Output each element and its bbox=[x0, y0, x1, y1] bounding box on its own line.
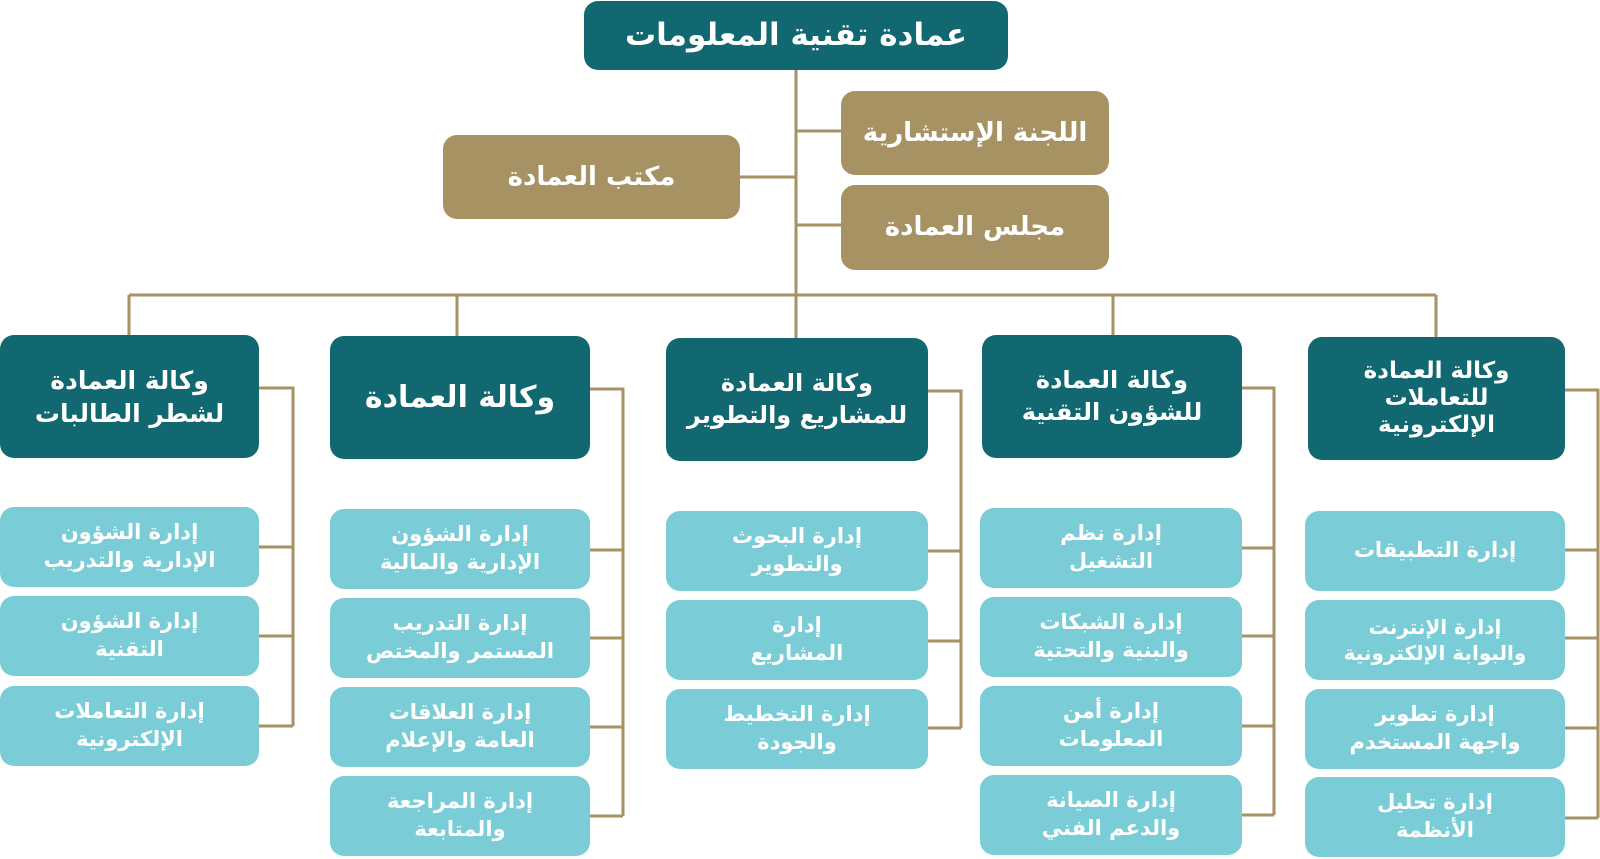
department-line: والجودة bbox=[757, 730, 837, 754]
department-line: الإدارية والمالية bbox=[379, 550, 541, 574]
head-line: للشؤون التقنية bbox=[1021, 397, 1203, 426]
deanship-council-label: مجلس العمادة bbox=[884, 212, 1066, 243]
advisory-committee-box: اللجنة الإستشارية bbox=[841, 91, 1109, 175]
department-line: المشاريع bbox=[750, 641, 844, 665]
deanship-office-box: مكتب العمادة bbox=[443, 135, 740, 219]
head-line: الإلكترونية bbox=[1378, 412, 1495, 439]
bracket-col1 bbox=[259, 386, 295, 726]
department-line: إدارة الصيانة bbox=[1046, 788, 1176, 813]
department-line: إدارة الشؤون bbox=[60, 609, 199, 634]
department-box: إدارة الصيانة والدعم الفني bbox=[980, 775, 1242, 855]
bracket-col3 bbox=[928, 389, 963, 728]
head-line: لشطر الطالبات bbox=[34, 398, 225, 428]
department-line: إدارة التطبيقات bbox=[1353, 538, 1517, 563]
department-box: إدارة التطبيقات bbox=[1305, 511, 1565, 591]
vice-deanship-technical-box: وكالة العمادة للشؤون التقنية bbox=[982, 335, 1242, 458]
head-line: للمشاريع والتطوير bbox=[686, 400, 908, 429]
vice-deanship-projects-box: وكالة العمادة للمشاريع والتطوير bbox=[666, 338, 928, 461]
department-box: إدارة أمن المعلومات bbox=[980, 686, 1242, 766]
department-line: التشغيل bbox=[1068, 549, 1154, 573]
head-line: وكالة العمادة bbox=[364, 379, 556, 415]
head-line: وكالة العمادة bbox=[1363, 357, 1510, 384]
department-box: إدارة الشؤون التقنية bbox=[0, 596, 259, 676]
vice-deanship-female-box: وكالة العمادة لشطر الطالبات bbox=[0, 335, 259, 458]
root-deanship-box: عمادة تقنية المعلومات bbox=[584, 1, 1008, 70]
head-line: للتعاملات bbox=[1384, 384, 1489, 411]
department-box: إدارة المراجعة والمتابعة bbox=[330, 776, 590, 856]
department-line: المستمر والمختص bbox=[365, 639, 555, 663]
department-box: إدارة التدريب المستمر والمختص bbox=[330, 598, 590, 678]
department-line: إدارة bbox=[772, 613, 822, 638]
department-line: إدارة العلاقات bbox=[388, 700, 532, 725]
department-line: العامة والإعلام bbox=[385, 728, 535, 752]
department-line: إدارة تحليل bbox=[1377, 790, 1493, 815]
head-line: وكالة العمادة bbox=[1035, 365, 1189, 394]
department-line: والبوابة الإلكترونية bbox=[1343, 641, 1527, 665]
head-line: وكالة العمادة bbox=[50, 365, 209, 395]
department-line: إدارة التخطيط bbox=[723, 702, 871, 727]
department-line: إدارة البحوث bbox=[731, 524, 863, 549]
department-line: الأنظمة bbox=[1396, 818, 1474, 842]
head-line: وكالة العمادة bbox=[720, 368, 874, 397]
department-box: إدارة تحليل الأنظمة bbox=[1305, 777, 1565, 857]
department-line: المعلومات bbox=[1058, 727, 1164, 751]
department-line: واجهة المستخدم bbox=[1349, 730, 1521, 754]
bracket-col4 bbox=[1242, 386, 1276, 815]
department-box: إدارة البحوث والتطوير bbox=[666, 511, 928, 591]
department-line: والتطوير bbox=[751, 552, 843, 576]
department-line: إدارة الشؤون bbox=[391, 522, 529, 547]
bracket-col5 bbox=[1565, 388, 1600, 818]
department-box: إدارة الشؤون الإدارية والمالية bbox=[330, 509, 590, 589]
department-box: إدارة الشؤون الإدارية والتدريب bbox=[0, 507, 259, 587]
department-line: الإدارية والتدريب bbox=[43, 548, 216, 572]
department-line: إدارة أمن bbox=[1062, 699, 1160, 724]
department-line: والدعم الفني bbox=[1041, 816, 1181, 840]
department-line: إدارة التعاملات bbox=[54, 699, 205, 724]
department-line: والبنية والتحتية bbox=[1033, 638, 1189, 662]
advisory-committee-label: اللجنة الإستشارية bbox=[862, 117, 1088, 148]
deanship-council-box: مجلس العمادة bbox=[841, 185, 1109, 270]
department-line: إدارة نظم bbox=[1060, 521, 1162, 546]
department-line: إدارة تطوير bbox=[1375, 702, 1495, 727]
department-box: إدارة التعاملات الإلكترونية bbox=[0, 686, 259, 766]
department-box: إدارة العلاقات العامة والإعلام bbox=[330, 687, 590, 767]
department-box: إدارة التخطيط والجودة bbox=[666, 689, 928, 769]
deanship-office-label: مكتب العمادة bbox=[507, 161, 676, 192]
department-line: والمتابعة bbox=[414, 817, 506, 841]
bracket-col2 bbox=[590, 387, 625, 816]
department-box: إدارة المشاريع bbox=[666, 600, 928, 680]
department-box: إدارة تطوير واجهة المستخدم bbox=[1305, 689, 1565, 769]
department-line: إدارة التدريب bbox=[392, 611, 528, 636]
root-label: عمادة تقنية المعلومات bbox=[624, 17, 968, 54]
department-line: إدارة الشؤون bbox=[60, 520, 199, 545]
vice-deanship-etransactions-box: وكالة العمادة للتعاملات الإلكترونية bbox=[1308, 337, 1565, 460]
department-line: الإلكترونية bbox=[76, 727, 183, 751]
department-line: إدارة الشبكات bbox=[1039, 610, 1183, 635]
vice-deanship-box: وكالة العمادة bbox=[330, 336, 590, 459]
department-line: إدارة المراجعة bbox=[386, 789, 534, 814]
department-line: إدارة الإنترنت bbox=[1368, 614, 1502, 639]
department-box: إدارة الشبكات والبنية والتحتية bbox=[980, 597, 1242, 677]
department-line: التقنية bbox=[95, 637, 164, 661]
department-box: إدارة نظم التشغيل bbox=[980, 508, 1242, 588]
